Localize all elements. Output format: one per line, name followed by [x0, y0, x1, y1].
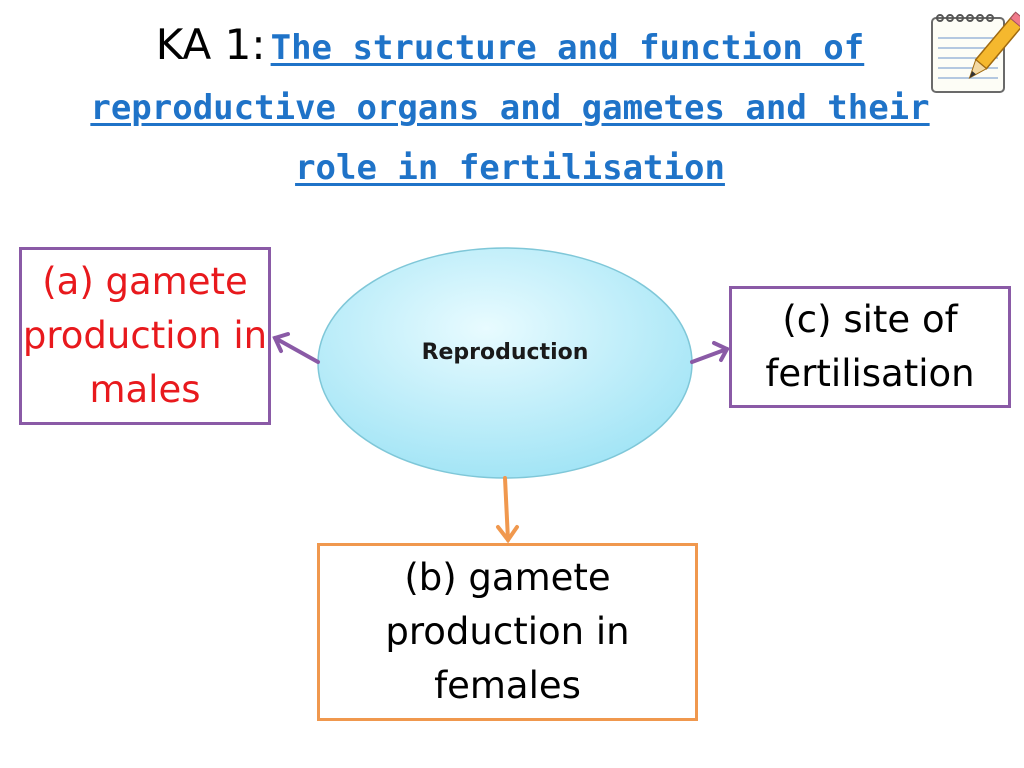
reproduction-label: Reproduction: [421, 340, 589, 365]
title-text: The structure and function of reproducti…: [90, 28, 930, 188]
slide-title: KA 1: The structure and function of repr…: [60, 18, 960, 201]
arrow-to-c: [690, 341, 730, 364]
arrow-to-b: [496, 476, 519, 544]
notepad-with-pencil-icon: [931, 11, 1020, 93]
box-a-text: (a) gamete production in males: [22, 260, 268, 411]
box-gamete-production-females: (b) gamete production in females: [317, 543, 698, 721]
box-c-text: (c) site of fertilisation: [765, 298, 975, 395]
box-b-text: (b) gamete production in females: [385, 556, 630, 707]
arrow-to-a: [272, 332, 320, 364]
box-gamete-production-males: (a) gamete production in males: [19, 247, 271, 425]
title-prefix: KA 1:: [155, 20, 266, 69]
box-site-of-fertilisation: (c) site of fertilisation: [729, 286, 1011, 408]
